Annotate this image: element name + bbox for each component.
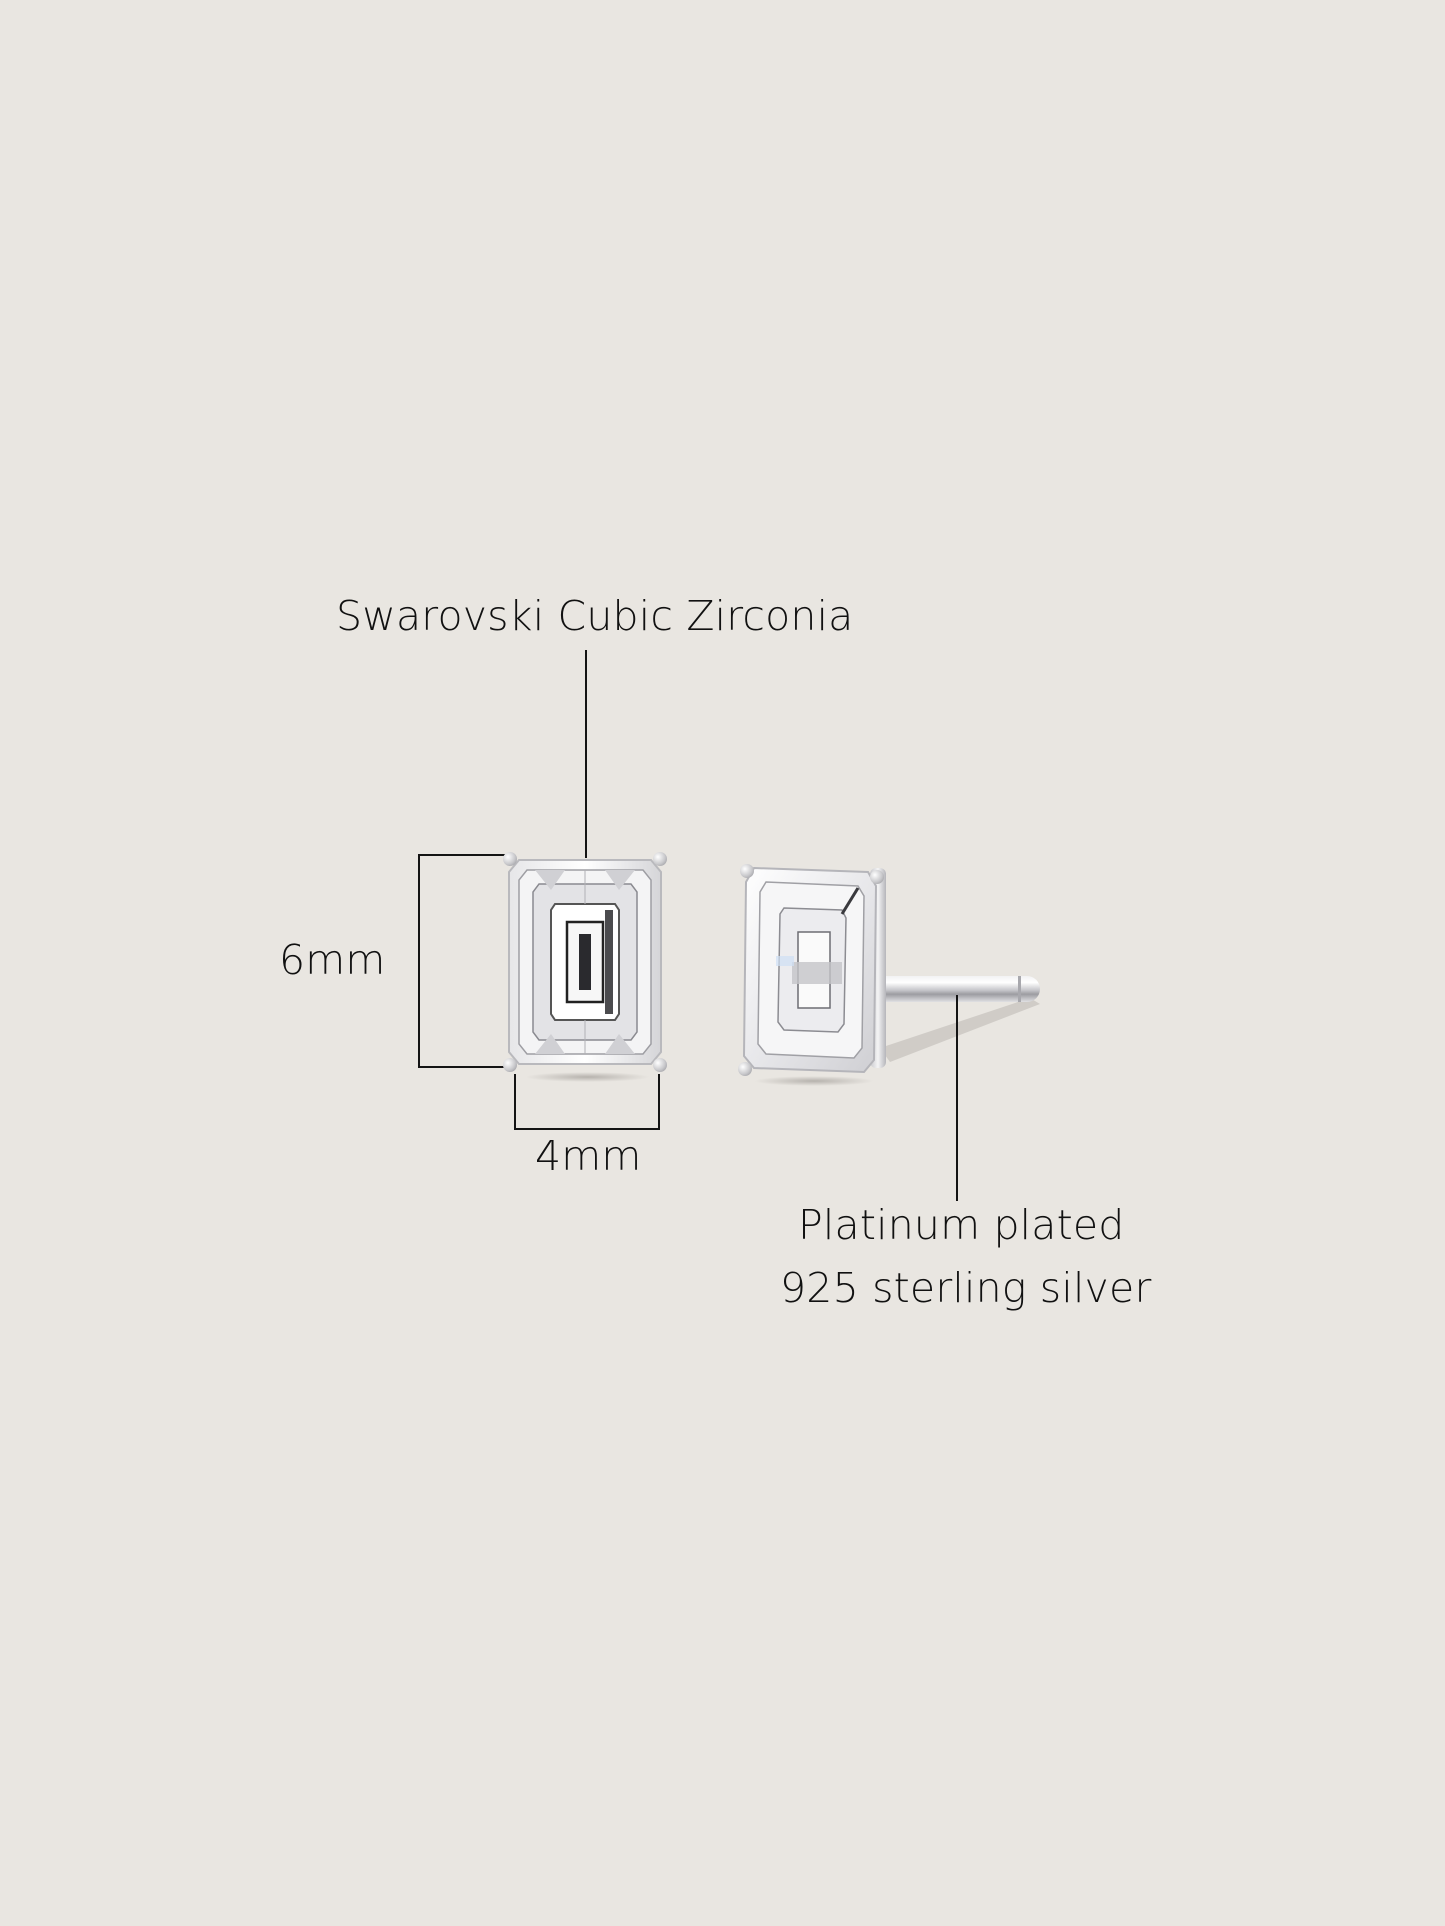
- emerald-cut-stone-front-icon: [508, 859, 662, 1065]
- stone-callout-line: [585, 650, 587, 858]
- side-prong-bottom-left: [738, 1062, 752, 1076]
- metal-label-line-1: Platinum plated: [798, 1201, 1125, 1249]
- width-dimension-label: 4mm: [535, 1132, 642, 1180]
- prong-bottom-left: [503, 1058, 517, 1072]
- metal-callout-line: [956, 995, 958, 1201]
- side-prong-top-right: [870, 870, 884, 884]
- post-shadow-icon: [880, 998, 1040, 1062]
- stone-material-label: Swarovski Cubic Zirconia: [336, 592, 854, 640]
- width-bracket: [514, 1074, 660, 1130]
- side-view-earring: [730, 848, 1050, 1088]
- metal-label-line-2: 925 sterling silver: [780, 1264, 1152, 1312]
- emerald-cut-stone-side-icon: [742, 866, 878, 1074]
- height-dimension-label: 6mm: [279, 936, 386, 984]
- front-view-earring: [503, 850, 667, 1082]
- height-bracket: [418, 854, 506, 1068]
- side-prong-top-left: [740, 864, 754, 878]
- post-tip-groove: [1018, 976, 1021, 1002]
- prong-top-left: [503, 852, 517, 866]
- earring-post: [880, 976, 1040, 1002]
- prong-bottom-right: [653, 1058, 667, 1072]
- prong-top-right: [653, 852, 667, 866]
- front-stone-shadow: [525, 1072, 650, 1082]
- side-stone-shadow: [754, 1076, 874, 1086]
